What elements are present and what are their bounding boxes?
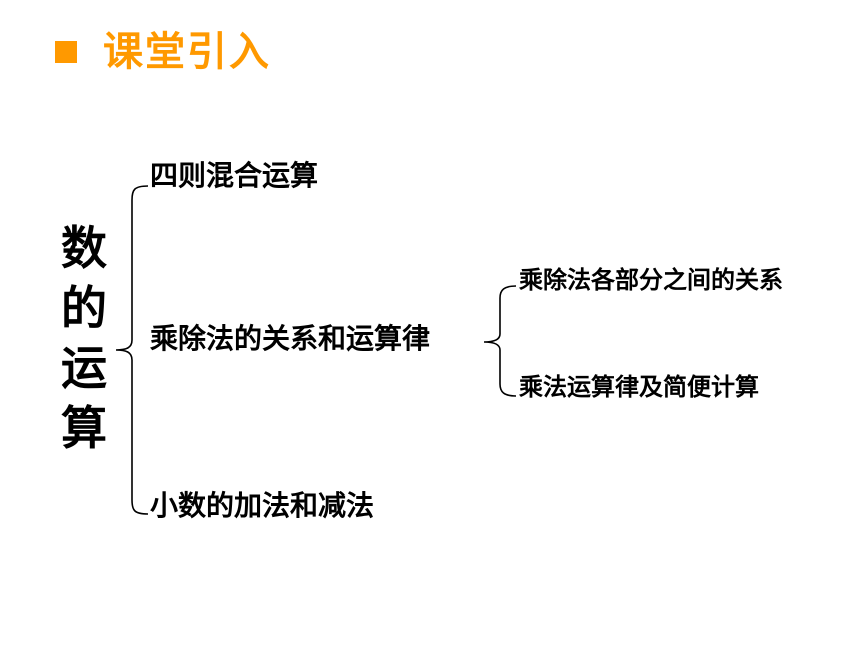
root-node: 数 的 运 算	[56, 218, 112, 458]
main-brace	[115, 185, 149, 515]
root-char: 运	[61, 341, 107, 395]
slide-title: 课堂引入	[103, 29, 271, 75]
root-char: 的	[61, 281, 107, 335]
sub-brace	[483, 285, 517, 397]
subbranch-laws-simplification: 乘法运算律及简便计算	[519, 373, 759, 401]
slide-header: 课堂引入	[55, 24, 271, 80]
branch-decimal-add-subtract: 小数的加法和减法	[150, 489, 375, 522]
branch-mixed-operations: 四则混合运算	[150, 159, 319, 192]
root-char: 算	[61, 401, 107, 455]
branch-multiplication-division: 乘除法的关系和运算律	[150, 322, 431, 355]
root-char: 数	[61, 221, 107, 275]
bullet-square-icon	[55, 41, 77, 63]
subbranch-parts-relationship: 乘除法各部分之间的关系	[519, 266, 783, 294]
